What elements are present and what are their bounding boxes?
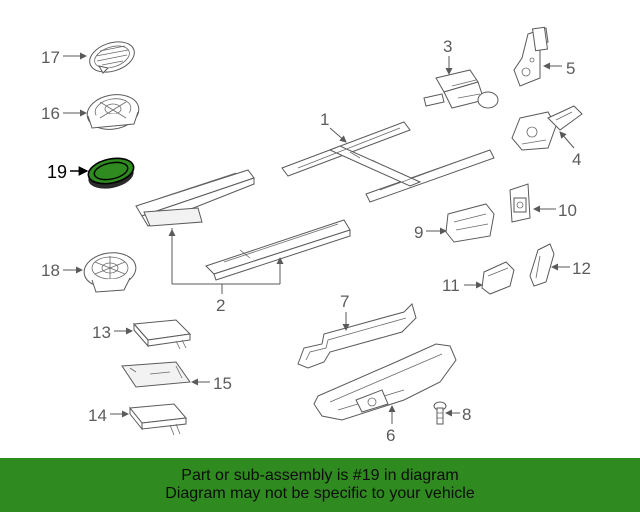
part-14-control-module[interactable] — [129, 403, 187, 436]
banner-line-2: Diagram may not be specific to your vehi… — [165, 485, 475, 502]
callout-12: 12 — [551, 259, 591, 278]
svg-text:15: 15 — [213, 374, 232, 393]
svg-text:13: 13 — [92, 323, 111, 342]
part-7-wire-frame[interactable] — [297, 303, 417, 369]
part-11-adjuster-knob[interactable] — [481, 261, 515, 295]
svg-text:19: 19 — [47, 162, 67, 182]
part-17-speaker-grille[interactable] — [86, 37, 138, 78]
svg-text:9: 9 — [414, 223, 423, 242]
svg-text:4: 4 — [572, 150, 581, 169]
callout-4: 4 — [559, 131, 581, 169]
exploded-parts-diagram: 17 16 19 18 13 — [41, 26, 591, 445]
svg-text:5: 5 — [566, 59, 575, 78]
callout-18: 18 — [41, 261, 83, 280]
svg-text:18: 18 — [41, 261, 60, 280]
part-6-seat-side-trim[interactable] — [313, 343, 457, 421]
part-13-control-module[interactable] — [132, 319, 192, 350]
callout-10: 10 — [533, 201, 577, 220]
svg-text:12: 12 — [572, 259, 591, 278]
callout-11: 11 — [442, 276, 483, 295]
callout-19: 19 — [47, 162, 89, 182]
svg-text:10: 10 — [558, 201, 577, 220]
callout-5: 5 — [543, 59, 575, 78]
svg-text:14: 14 — [88, 406, 107, 425]
part-3-seat-motor[interactable] — [423, 69, 499, 109]
svg-text:8: 8 — [462, 405, 471, 424]
part-4-motor-assembly[interactable] — [511, 105, 583, 151]
callout-8: 8 — [445, 405, 471, 424]
part-1-seat-frame[interactable] — [281, 121, 495, 203]
part-10-seat-switch[interactable] — [509, 183, 531, 223]
part-9-switch-housing[interactable] — [445, 203, 495, 243]
callout-17: 17 — [41, 48, 87, 67]
svg-text:7: 7 — [340, 292, 349, 311]
callout-1: 1 — [320, 110, 347, 143]
callout-9: 9 — [414, 223, 447, 242]
callout-15: 15 — [191, 374, 232, 393]
svg-text:11: 11 — [442, 276, 460, 295]
callout-14: 14 — [88, 406, 129, 425]
callout-7: 7 — [340, 292, 350, 331]
svg-text:16: 16 — [41, 104, 60, 123]
callout-16: 16 — [41, 104, 87, 123]
svg-text:17: 17 — [41, 48, 60, 67]
part-2-seat-tracks[interactable] — [135, 169, 351, 281]
part-15-mounting-bracket[interactable] — [121, 361, 191, 388]
part-18-speaker-housing[interactable] — [82, 250, 138, 293]
callout-13: 13 — [92, 323, 133, 342]
part-8-push-clip[interactable] — [433, 401, 447, 425]
banner-line-1: Part or sub-assembly is #19 in diagram — [181, 467, 459, 484]
part-5-seat-latch[interactable] — [513, 26, 549, 87]
svg-text:2: 2 — [216, 296, 225, 315]
part-12-adjuster-knob[interactable] — [529, 243, 555, 287]
callout-2: 2 — [168, 228, 284, 315]
highlight-banner: Part or sub-assembly is #19 in diagram D… — [0, 458, 640, 512]
svg-text:6: 6 — [386, 426, 395, 445]
callout-3: 3 — [443, 37, 453, 75]
svg-text:1: 1 — [320, 110, 329, 129]
callout-6: 6 — [386, 405, 396, 445]
svg-text:3: 3 — [443, 37, 452, 56]
part-16-speaker[interactable] — [84, 91, 141, 134]
part-19-seal-ring-highlighted[interactable] — [86, 154, 136, 192]
